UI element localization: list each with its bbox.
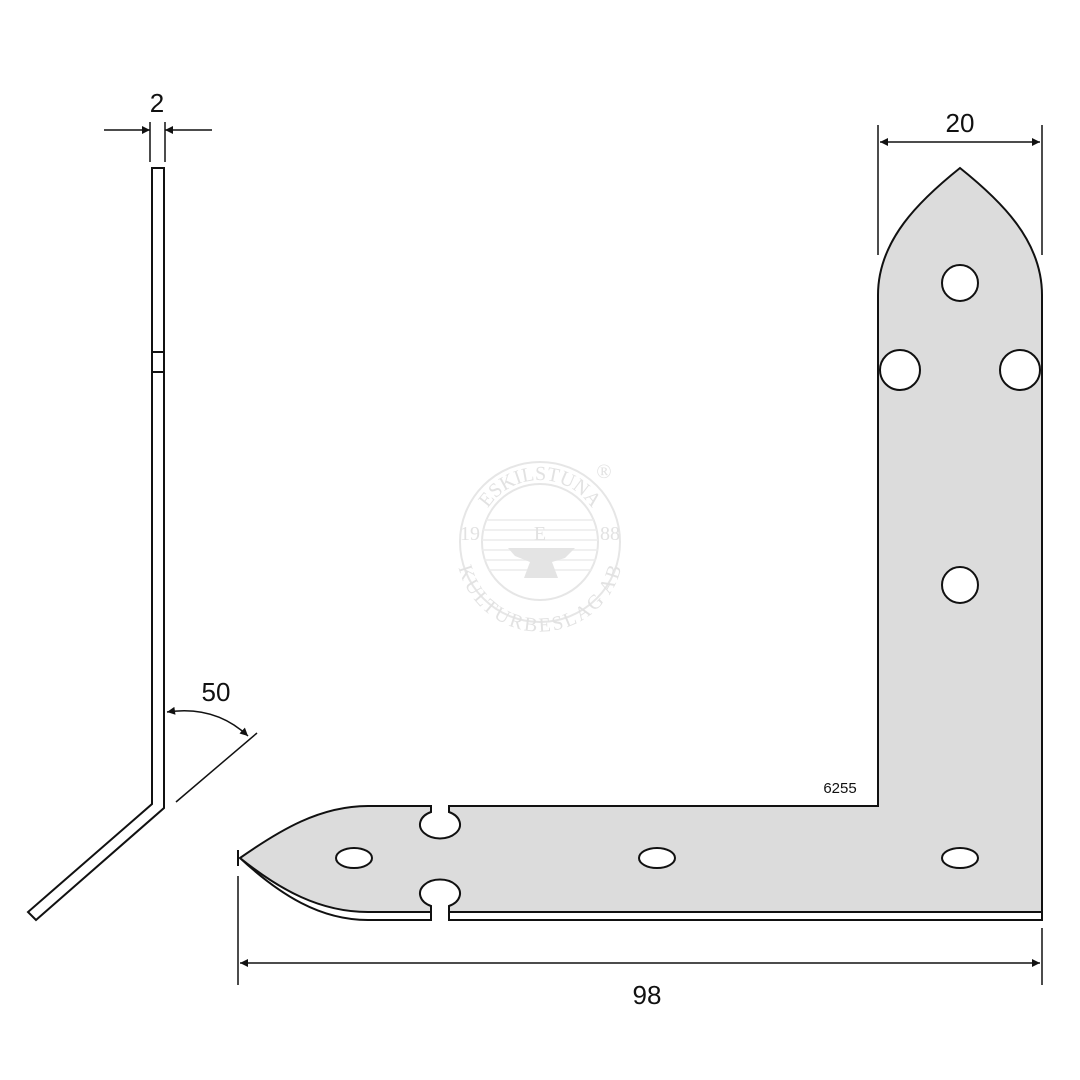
watermark-registered: ®	[596, 461, 611, 483]
notch-right	[999, 349, 1041, 391]
side-profile	[26, 167, 165, 922]
dimension-width-label: 20	[946, 108, 975, 138]
dimension-angle-label: 50	[202, 677, 231, 707]
watermark-logo: E ESKILSTUNA KULTURBESLAG AB 19 88 ®	[454, 461, 626, 637]
dimension-thickness-label: 2	[150, 88, 164, 118]
dimension-angle	[166, 706, 258, 803]
dimension-thickness	[104, 122, 212, 162]
dimension-width	[877, 125, 1043, 255]
hole	[941, 566, 979, 604]
watermark-year-right: 88	[600, 523, 620, 545]
watermark-year-left: 19	[460, 523, 480, 545]
hole	[941, 264, 979, 302]
corner-bracket-plate	[237, 166, 1060, 922]
watermark-letter: E	[534, 523, 546, 545]
notch-left	[879, 349, 921, 391]
dimension-length-label: 98	[633, 980, 662, 1010]
watermark-top-text: ESKILSTUNA	[474, 463, 605, 512]
part-number: 6255	[823, 780, 856, 797]
dimension-length	[237, 876, 1043, 985]
